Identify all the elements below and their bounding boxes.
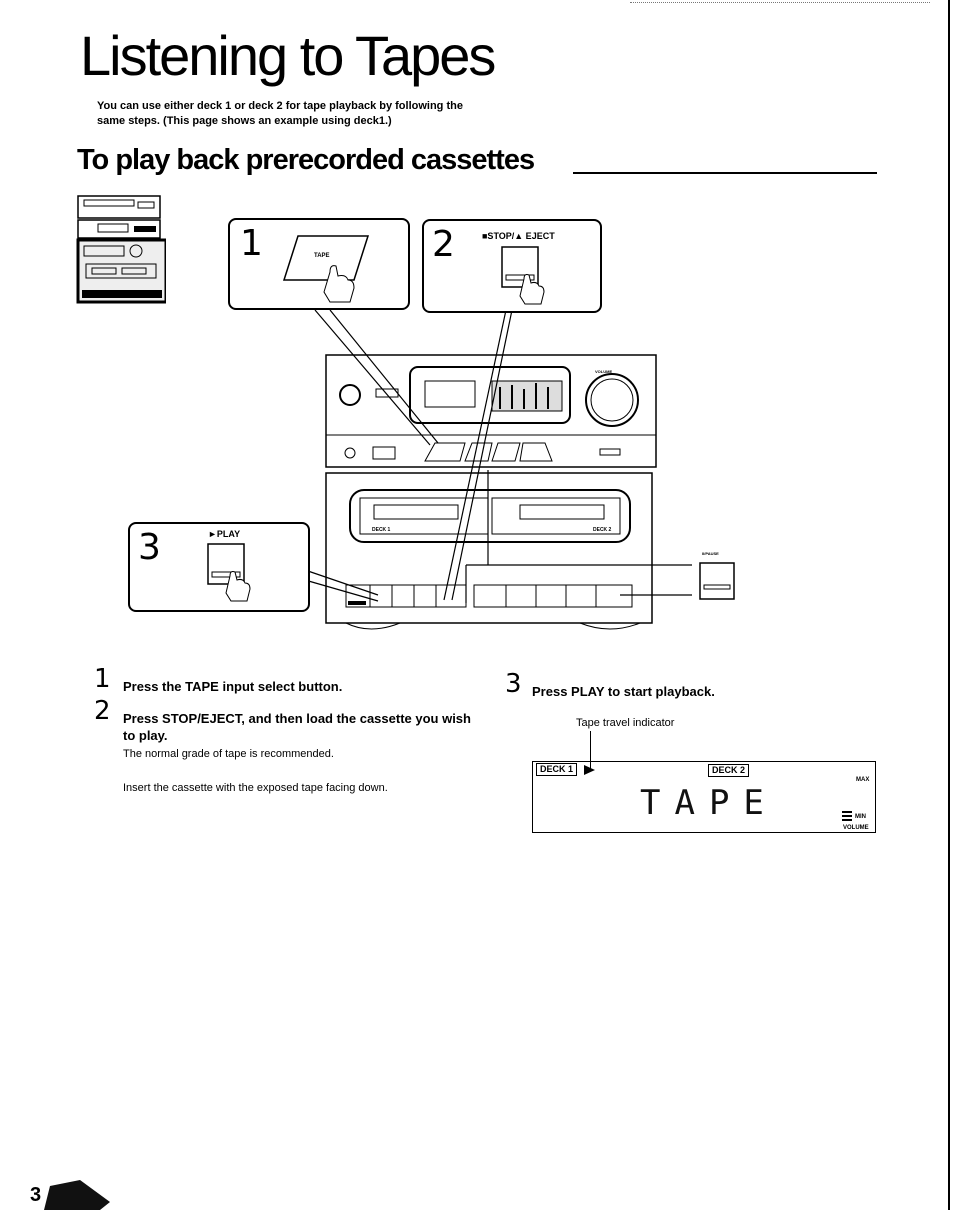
page-edge-rule: [948, 0, 950, 1210]
callout-3: 3 ►PLAY: [128, 522, 310, 612]
volume-label: VOLUME: [843, 825, 869, 831]
page-corner-mark: [44, 1180, 110, 1210]
step-2-text: Press STOP/EJECT, and then load the cass…: [123, 711, 471, 743]
step-3-text: Press PLAY to start playback.: [532, 684, 715, 699]
callout-2: 2 ■STOP/▲ EJECT: [422, 219, 602, 313]
volume-level-icon: [842, 811, 852, 821]
intro-text: You can use either deck 1 or deck 2 for …: [97, 100, 463, 127]
deck2-label: DECK 2: [593, 527, 612, 533]
volume-knob: [585, 373, 639, 427]
step-2-note-1: The normal grade of tape is recommended.: [123, 748, 334, 760]
scan-dots: [630, 2, 930, 3]
stereo-diagram: VOLUME DECK 1 DECK 2 II/PAUSE: [304, 309, 735, 630]
page-number: 3: [30, 1184, 42, 1206]
section-title: To play back prerecorded cassettes: [77, 144, 535, 176]
page-title: Listening to Tapes: [80, 24, 496, 87]
play-button-icon: [207, 543, 251, 602]
callout-2-label: ■STOP/▲ EJECT: [482, 231, 555, 241]
step-1-text: Press the TAPE input select button.: [123, 679, 343, 694]
min-label: MIN: [855, 814, 866, 820]
section-rule: [573, 172, 877, 174]
callout-1-number: 1: [240, 223, 263, 264]
callout-1: 1 TAPE: [228, 218, 410, 310]
deck1-badge: DECK 1: [536, 763, 578, 776]
step-2-note-2: Insert the cassette with the exposed tap…: [123, 782, 388, 794]
tape-travel-indicator-label: Tape travel indicator: [576, 717, 675, 729]
tape-button-icon: [282, 235, 370, 303]
step-1-number: 1: [94, 664, 111, 694]
step-2-number: 2: [94, 696, 111, 726]
tape-display-panel: [532, 761, 876, 833]
deck2-badge: DECK 2: [708, 764, 750, 777]
pause-button-drawing: [699, 562, 735, 600]
callout-2-number: 2: [432, 224, 455, 265]
deck1-label: DECK 1: [372, 527, 391, 533]
stop-eject-button-icon: [501, 246, 545, 305]
indicator-pointer-line: [590, 731, 591, 771]
callout-1-label: TAPE: [314, 253, 330, 259]
callout-3-label: ►PLAY: [208, 529, 241, 539]
max-label: MAX: [856, 777, 870, 783]
callout-3-number: 3: [138, 527, 161, 568]
pause-label: II/PAUSE: [702, 551, 719, 556]
step-3-number: 3: [505, 669, 522, 699]
volume-label: VOLUME: [595, 369, 612, 374]
play-arrow-icon: [584, 765, 595, 775]
system-thumbnail: [76, 195, 166, 304]
segment-display-text: TAPE: [640, 783, 778, 823]
